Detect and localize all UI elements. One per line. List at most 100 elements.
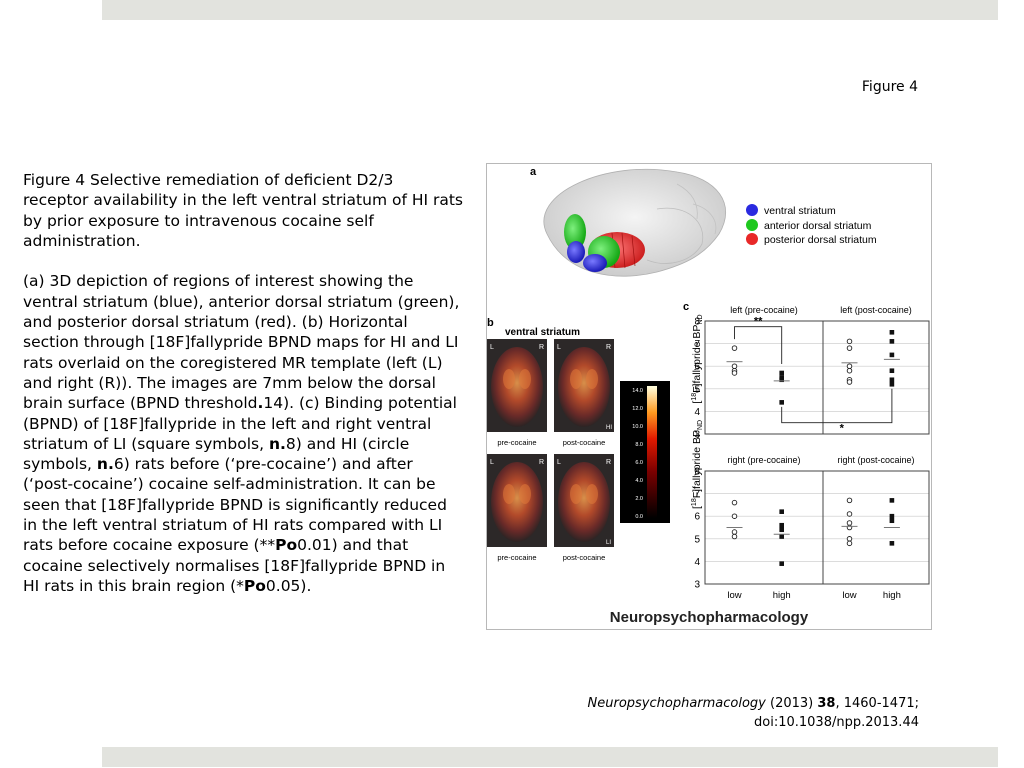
data-point-square [779,509,784,514]
significance-marker: * [840,423,845,435]
top-decorative-band [102,0,998,20]
x-tick-label: high [883,590,901,601]
caption-text: 8) and HI (circle symbols, [23,434,410,474]
citation: Neuropsychopharmacology (2013) 38, 1460-… [588,694,919,732]
x-tick-label: low [842,590,856,601]
side-label-left: L [490,344,494,351]
pet-image-label: pre-cocaine [497,438,536,447]
y-tick-label: 6 [694,362,700,373]
data-point-square [889,541,895,546]
caption-bold-text: n. [268,434,286,453]
side-label-right: R [539,344,544,351]
plot-title: left (pre-cocaine) [730,305,798,315]
data-point-square [889,513,895,519]
y-tick-label: 8 [694,317,700,328]
side-label-left: L [557,344,561,351]
caption-text: 14). (c) Binding potential (BPND) of [18… [23,394,457,453]
colorbar-tick: 2.0 [635,496,643,502]
data-point-circle [731,370,738,376]
figure-caption: Figure 4 Selective remediation of defici… [23,170,463,596]
data-point-circle [731,513,738,519]
panel-c-letter: c [683,301,689,313]
data-point-circle [846,511,853,517]
figure-image: a ventral striatum anterior dorsal stria… [486,163,932,630]
y-tick-label: 7 [694,339,700,350]
colorbar-tick: 6.0 [635,460,643,466]
caption-bold-text: Po [275,536,298,555]
x-tick-label: low [727,590,741,601]
caption-bold-text: n. [96,455,114,474]
data-point-circle [846,367,853,374]
data-point-square [779,370,784,376]
caption-text: 6) rats before (‘pre-cocaine’) and after… [23,455,447,555]
data-point-circle [731,345,738,351]
significance-bracket [734,326,783,364]
figure-number-label: Figure 4 [861,79,918,95]
citation-volume: 38 [817,696,836,711]
data-point-square [889,330,895,335]
caption-body-paragraph: (a) 3D depiction of regions of interest … [23,271,463,596]
ventral-striatum-shape [567,241,585,263]
legend-swatch-ventral [746,204,758,216]
colorbar-tick: 8.0 [635,442,643,448]
citation-year: (2013) [765,696,818,711]
panel-a-letter: a [530,166,537,178]
scatter-plot: left (post-cocaine) [822,305,930,435]
y-tick-label: 4 [694,557,700,568]
y-tick-label: 5 [694,384,700,395]
plot-title: right (post-cocaine) [837,455,914,465]
caption-text: (a) 3D depiction of regions of interest … [23,272,460,413]
data-point-square [779,522,784,528]
x-tick-label: high [773,590,791,601]
data-point-circle [846,540,853,547]
legend-swatch-posterior [746,233,758,245]
scatter-plot: right (post-cocaine) low high [822,455,930,601]
data-point-square [889,352,895,358]
brain-3d-rendering [543,168,727,277]
data-point-square [889,368,895,374]
data-point-circle [846,363,853,369]
y-tick-label: 3 [694,430,700,441]
data-point-square [889,339,895,344]
panel-b-title: ventral striatum [505,327,580,338]
data-point-square [889,498,895,503]
pet-image-label: post-cocaine [563,438,606,447]
caption-title-paragraph: Figure 4 Selective remediation of defici… [23,171,464,250]
data-point-circle [846,345,853,351]
y-tick-label: 5 [694,534,700,545]
colorbar-tick: 4.0 [635,478,643,484]
legend-label-posterior: posterior dorsal striatum [764,234,877,246]
plot-title: right (pre-cocaine) [727,455,800,465]
anterior-dorsal-striatum-shape [564,214,586,250]
data-point-square [779,527,784,533]
bottom-decorative-band [102,747,998,767]
citation-doi: doi:10.1038/npp.2013.44 [754,715,919,730]
colorbar-tick: 10.0 [632,424,643,430]
citation-journal: Neuropsychopharmacology [587,696,766,711]
data-point-circle [846,497,853,504]
data-point-square [889,377,895,383]
legend-label-anterior: anterior dorsal striatum [764,220,872,232]
data-point-square [889,381,895,387]
side-label-left: L [557,459,561,466]
pet-image-label: pre-cocaine [497,553,536,562]
data-point-circle [731,363,738,369]
panel-a-legend: ventral striatum anterior dorsal striatu… [746,204,877,246]
side-label-right: R [539,459,544,466]
caption-text: 0.05). [265,576,312,595]
data-point-circle [731,533,738,540]
data-point-square [779,377,784,383]
side-label-left: L [490,459,494,466]
data-point-circle [731,499,738,506]
y-axis-label-upper: [18F]fallypride BPND [691,314,704,403]
caption-bold-text: . [257,394,264,413]
side-label-right: R [606,459,611,466]
pet-image-label: post-cocaine [563,553,606,562]
y-tick-label: 3 [694,580,700,591]
